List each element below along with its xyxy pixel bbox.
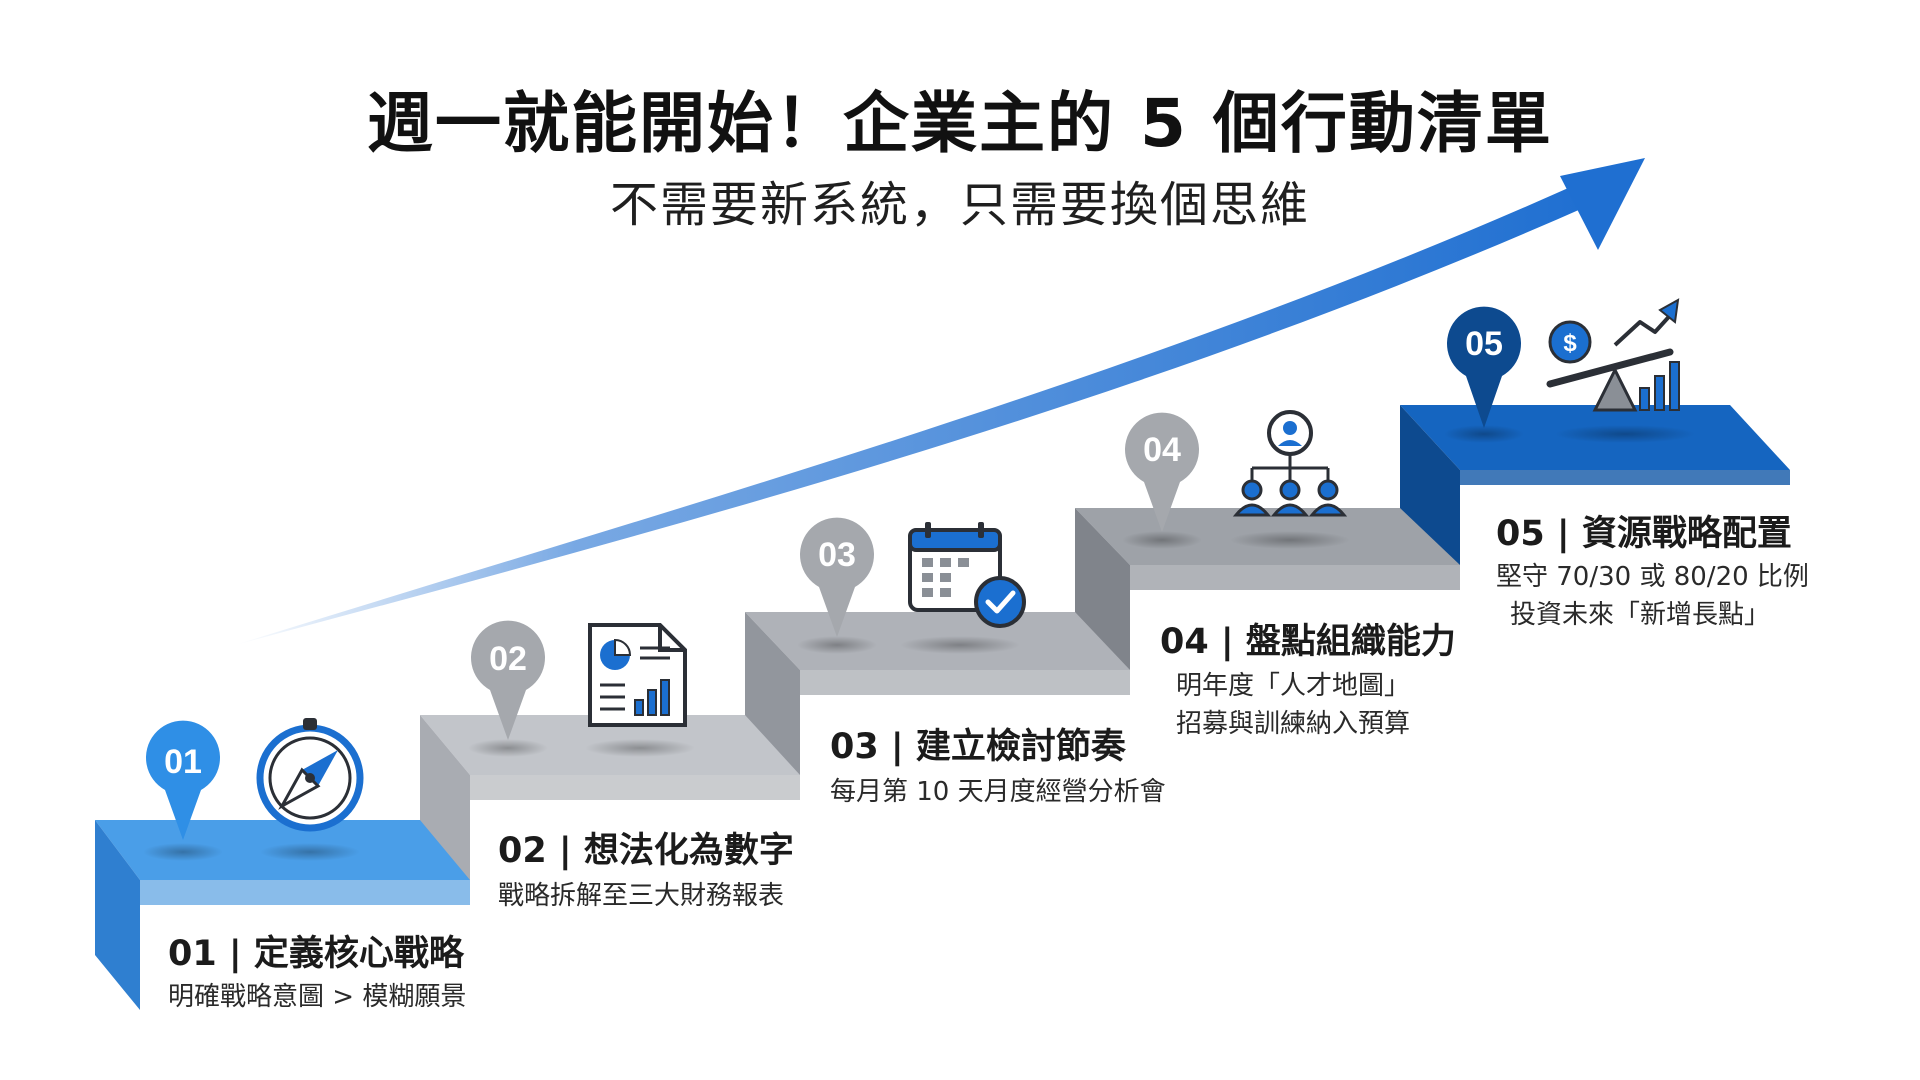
org-chart-icon xyxy=(1230,410,1350,549)
calendar-check-icon xyxy=(900,522,1026,654)
pin-03: 03 xyxy=(797,517,877,654)
step-4-heading: 04 | 盤點組織能力 xyxy=(1160,622,1456,662)
step-4-description-line-2: 招募與訓練納入預算 xyxy=(1176,709,1411,739)
growth-arrow xyxy=(235,158,1645,645)
step-2-heading: 02 | 想法化為數字 xyxy=(498,831,794,871)
pin-03-label: 03 xyxy=(818,536,856,574)
page-title: 週一就能開始！企業主的 5 個行動清單 xyxy=(367,85,1553,162)
balance-growth-icon: $ xyxy=(1546,298,1695,443)
step-5-description-line-2: 投資未來「新增長點」 xyxy=(1510,600,1771,630)
step-1-heading: 01 | 定義核心戰略 xyxy=(168,934,464,974)
step-5-block xyxy=(1400,405,1790,565)
compass-icon xyxy=(256,718,364,861)
svg-text:$: $ xyxy=(1563,330,1577,357)
pin-04-label: 04 xyxy=(1143,431,1181,469)
pin-01: 01 xyxy=(143,720,223,861)
step-3-description: 每月第 10 天月度經營分析會 xyxy=(830,777,1166,807)
report-chart-icon xyxy=(585,623,695,757)
pin-01-label: 01 xyxy=(164,743,202,781)
pin-02-label: 02 xyxy=(489,640,527,678)
pin-02: 02 xyxy=(468,620,548,757)
step-3-heading: 03 | 建立檢討節奏 xyxy=(830,727,1126,767)
step-4-description-line-1: 明年度「人才地圖」 xyxy=(1176,671,1411,701)
pin-04: 04 xyxy=(1122,412,1202,549)
pin-05-label: 05 xyxy=(1465,325,1503,363)
page-subtitle: 不需要新系統，只需要換個思維 xyxy=(609,177,1310,233)
step-3-block xyxy=(745,612,1130,775)
pin-05: 05 xyxy=(1444,306,1524,443)
step-5-description-line-1: 堅守 70/30 或 80/20 比例 xyxy=(1496,562,1809,592)
step-2-description: 戰略拆解至三大財務報表 xyxy=(498,881,785,911)
step-1-description: 明確戰略意圖 > 模糊願景 xyxy=(168,982,467,1012)
step-5-heading: 05 | 資源戰略配置 xyxy=(1496,514,1792,554)
